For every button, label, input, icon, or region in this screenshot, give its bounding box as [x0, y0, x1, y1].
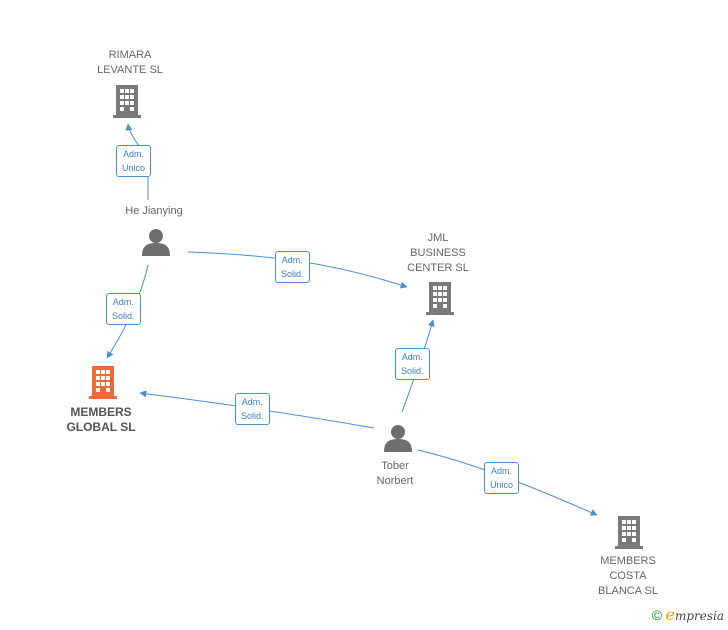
- node-label-members-costa[interactable]: MEMBERS COSTA BLANCA SL: [582, 554, 674, 599]
- brand-name: mpresia: [674, 609, 724, 623]
- node-label-line: Tober: [381, 460, 409, 472]
- building-icon[interactable]: [615, 516, 643, 549]
- edge-label-line: Unico: [490, 480, 514, 490]
- node-label-tober-norbert[interactable]: Tober Norbert: [355, 459, 435, 489]
- node-label-line: BLANCA SL: [598, 585, 658, 597]
- edge-label-tober-global: Adm. Solid.: [235, 393, 270, 425]
- building-icon[interactable]: [426, 282, 454, 315]
- edge-label-he-rimara: Adm. Unico: [116, 145, 152, 177]
- brand-watermark: © empresia: [652, 605, 724, 624]
- edge-label-tober-jml: Adm. Solid.: [395, 348, 430, 380]
- node-label-line: GLOBAL SL: [66, 420, 136, 434]
- edge-label-he-jml: Adm. Solid.: [275, 251, 310, 283]
- person-icon[interactable]: [384, 425, 412, 452]
- edge-label-line: Unico: [122, 163, 146, 173]
- brand-initial: e: [665, 605, 675, 624]
- edge-label-line: Adm.: [123, 149, 145, 159]
- node-label-line: He Jianying: [125, 205, 183, 217]
- node-label-line: CENTER SL: [407, 262, 469, 274]
- edge-label-line: Adm.: [491, 466, 513, 476]
- edge-label-line: Solid.: [281, 269, 304, 279]
- edge-label-line: Adm.: [401, 352, 423, 362]
- edge-label-line: Solid.: [401, 366, 424, 376]
- node-label-members-global[interactable]: MEMBERS GLOBAL SL: [55, 405, 147, 435]
- person-icon[interactable]: [142, 229, 170, 256]
- node-label-line: Norbert: [376, 475, 414, 487]
- building-icon[interactable]: [89, 366, 117, 399]
- node-label-line: RIMARA: [108, 49, 152, 61]
- edge-label-line: Adm.: [241, 397, 263, 407]
- node-label-line: LEVANTE SL: [97, 64, 163, 76]
- node-label-line: MEMBERS: [600, 555, 656, 567]
- node-label-line: BUSINESS: [410, 247, 466, 259]
- building-icon[interactable]: [113, 85, 141, 118]
- edge-label-line: Adm.: [112, 297, 134, 307]
- node-label-he-jianying[interactable]: He Jianying: [104, 204, 204, 219]
- edge-label-he-global: Adm. Solid.: [106, 293, 141, 325]
- node-label-jml[interactable]: JML BUSINESS CENTER SL: [392, 231, 484, 276]
- node-label-rimara[interactable]: RIMARA LEVANTE SL: [84, 48, 176, 78]
- edge-label-line: Adm.: [281, 255, 303, 265]
- node-label-line: MEMBERS: [70, 405, 132, 419]
- node-label-line: COSTA: [609, 570, 647, 582]
- copyright-icon: ©: [651, 607, 663, 623]
- node-label-line: JML: [427, 232, 449, 244]
- edge-label-line: Solid.: [112, 311, 135, 321]
- edge-label-tober-costa: Adm. Unico: [484, 462, 520, 494]
- edge-label-line: Solid.: [241, 411, 264, 421]
